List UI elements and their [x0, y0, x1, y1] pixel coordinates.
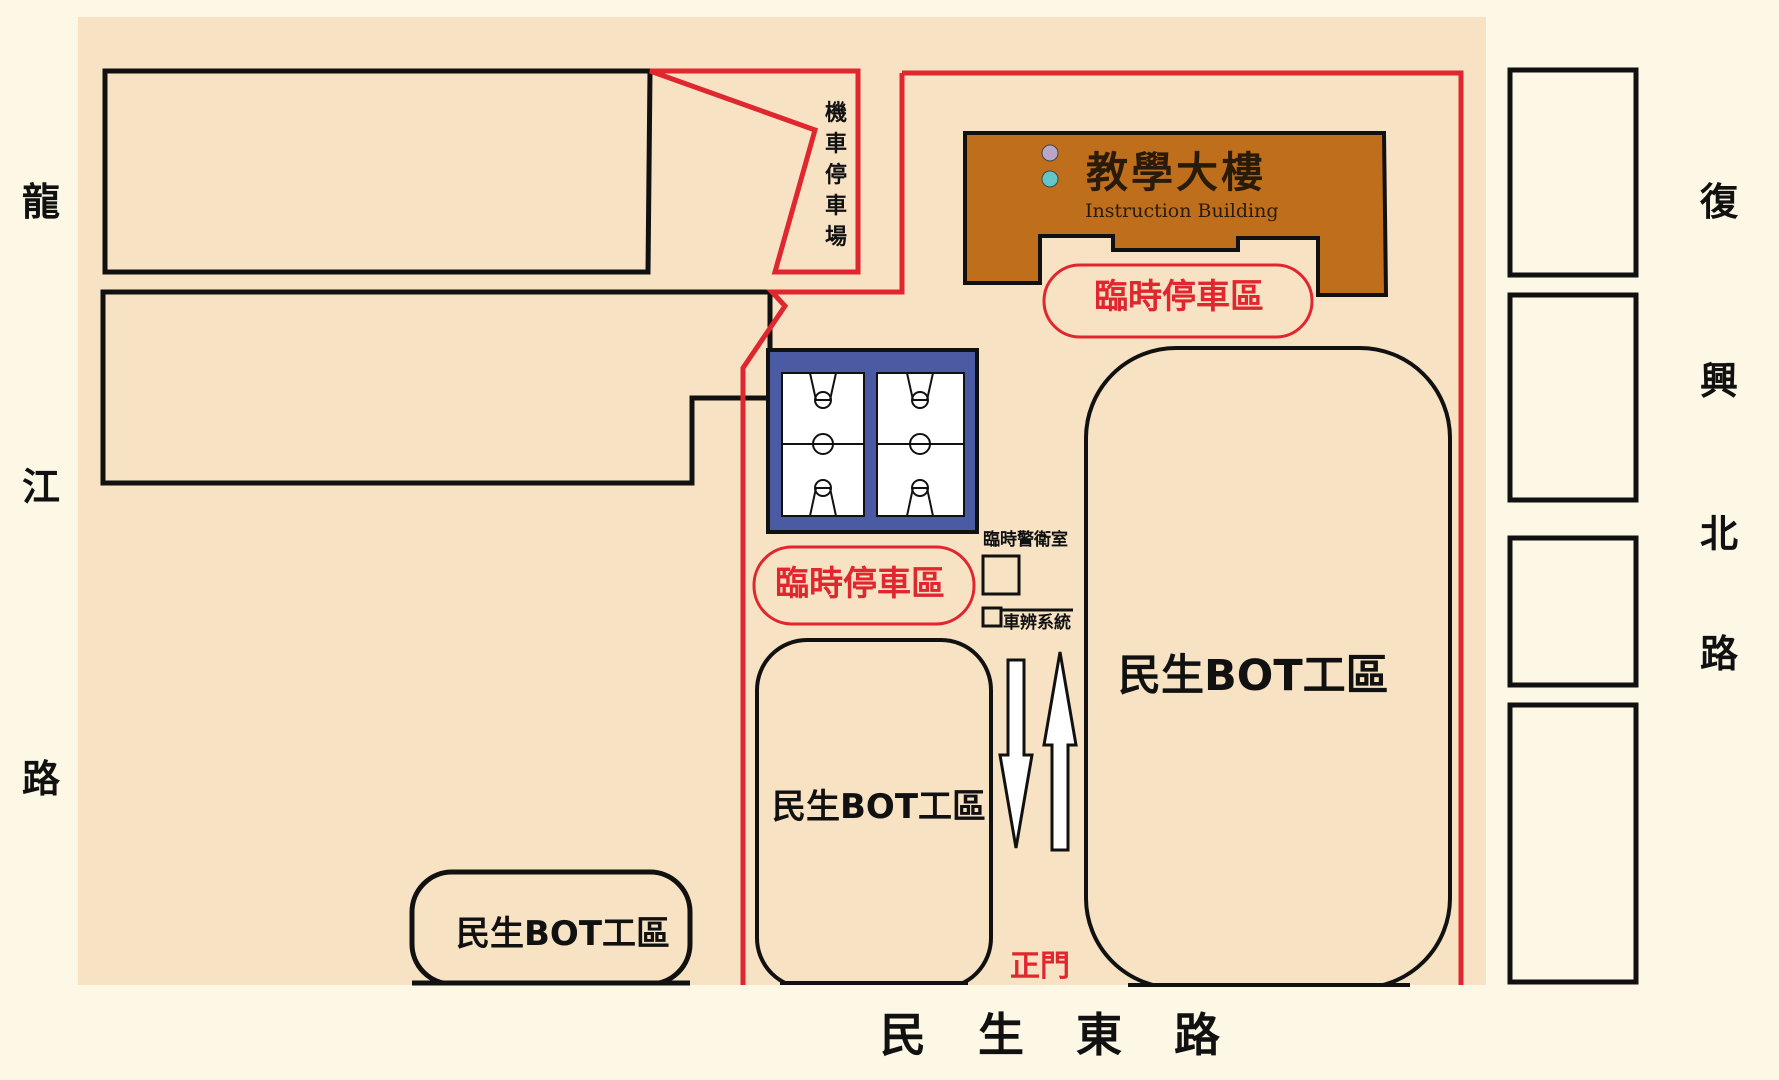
plate-system-label: 車辨系統 — [1003, 613, 1071, 633]
arrow-down-icon — [998, 658, 1034, 849]
road-east-char-4: 路 — [1700, 632, 1739, 676]
plate-reader — [981, 606, 1003, 628]
motorcycle-parking-label: 機車停車場 — [824, 101, 847, 250]
road-east-char-2: 興 — [1700, 359, 1739, 403]
arrow-up-icon — [1042, 651, 1078, 852]
road-south: 民生東路 — [880, 1008, 1272, 1062]
motorcycle-parking-zone — [649, 68, 861, 275]
bot-zone-southwest-label: 民生BOT工區 — [456, 914, 671, 954]
temp-parking-west-outline — [752, 545, 976, 626]
bot-zone-center-label: 民生BOT工區 — [772, 787, 987, 827]
road-east-char-3: 北 — [1700, 512, 1739, 556]
road-west-char-1: 龍 — [22, 180, 61, 224]
west-building-north — [102, 68, 653, 275]
basketball-court-icon — [766, 348, 979, 534]
instruction-building-name-en: Instruction Building — [1085, 200, 1279, 222]
circle-marker-icon — [1041, 144, 1059, 162]
temp-parking-north: 臨時停車區 — [1094, 277, 1264, 317]
site-boundary — [740, 70, 1464, 985]
instruction-building-name-zh: 教學大樓 — [1086, 148, 1267, 197]
instruction-building — [963, 131, 1389, 297]
east-lots — [1507, 67, 1639, 985]
road-east-char-1: 復 — [1700, 180, 1739, 224]
guard-room-label: 臨時警衛室 — [983, 530, 1068, 550]
circle-marker-icon — [1041, 170, 1059, 188]
guard-room — [981, 554, 1021, 596]
south-road-strip — [0, 985, 1779, 1080]
bot-zone-east-label: 民生BOT工區 — [1118, 651, 1389, 701]
temp-parking-north-outline — [1042, 263, 1314, 339]
main-gate-label: 正門 — [1010, 949, 1070, 984]
road-west-char-2: 江 — [22, 465, 61, 509]
temp-parking-west: 臨時停車區 — [775, 564, 945, 604]
road-west-char-3: 路 — [22, 757, 61, 801]
